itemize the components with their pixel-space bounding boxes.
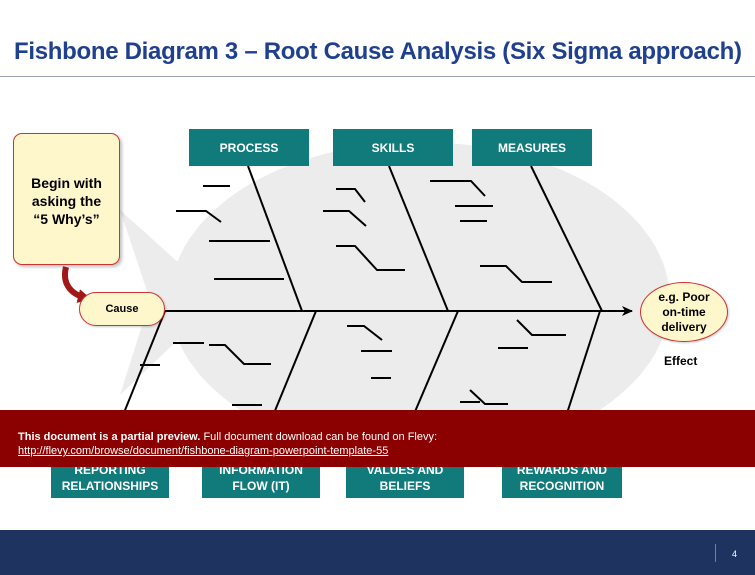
page-number: 4 [732,549,738,559]
top-bones [176,165,603,312]
effect-oval: e.g. Poor on-time delivery [640,282,728,342]
watermark-fish [120,142,670,458]
callout-line-1: Begin with [31,175,102,191]
category-skills: SKILLS [333,129,453,166]
effect-line-1: e.g. Poor [658,289,710,304]
footer-bar [0,530,755,575]
five-whys-callout: Begin with asking the “5 Why’s” [13,133,120,265]
title-divider [0,76,755,77]
footer-separator [715,544,716,562]
callout-arrow [62,266,92,303]
callout-line-2: asking the [31,193,102,209]
preview-bold-text: This document is a partial preview. [18,431,201,443]
effect-line-2: on-time [662,304,706,319]
effect-label: Effect [664,354,698,368]
bone-skills [388,165,449,312]
page-title: Fishbone Diagram 3 – Root Cause Analysis… [14,38,742,65]
partial-preview-banner: This document is a partial preview. Full… [0,410,755,467]
bone-process [247,165,303,312]
bone-measures [530,165,603,312]
preview-download-link[interactable]: http://flevy.com/browse/document/fishbon… [18,445,389,457]
effect-line-3: delivery [661,319,707,334]
callout-line-3: “5 Why’s” [33,211,100,227]
preview-text: Full document download can be found on F… [203,431,438,443]
category-process: PROCESS [189,129,309,166]
cause-label: Cause [79,292,165,326]
category-measures: MEASURES [472,129,592,166]
